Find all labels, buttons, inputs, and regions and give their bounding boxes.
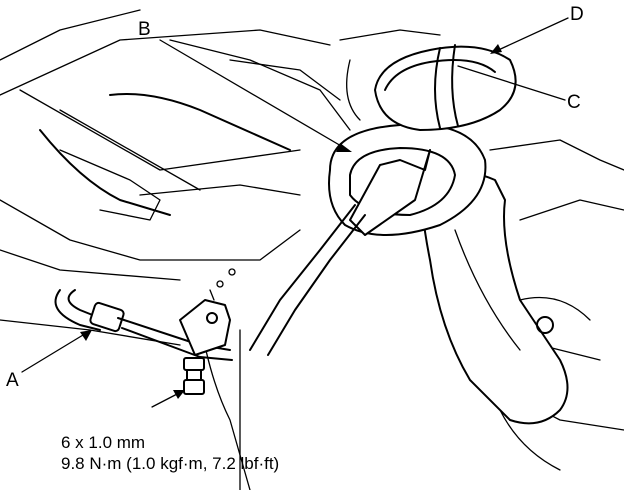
- callout-c-label: C: [567, 92, 581, 113]
- callout-a-label: A: [6, 370, 19, 391]
- bolt-size-text: 6 x 1.0 mm: [61, 433, 146, 452]
- torque-spec: 6 x 1.0 mm 9.8 N·m (1.0 kgf·m, 7.2 lbf·f…: [61, 432, 279, 474]
- shift-cable: [54, 204, 366, 356]
- callout-b-label: B: [138, 19, 151, 40]
- cover-plate: [374, 44, 517, 131]
- leader-lines: [21, 17, 569, 408]
- callout-d-label: D: [570, 4, 584, 25]
- shift-boot-ring: [328, 123, 487, 236]
- cable-bracket: [179, 268, 236, 356]
- cable-end-fitting: [89, 301, 233, 361]
- mounting-bolt: [183, 357, 205, 395]
- torque-value-text: 9.8 N·m (1.0 kgf·m, 7.2 lbf·ft): [61, 454, 280, 473]
